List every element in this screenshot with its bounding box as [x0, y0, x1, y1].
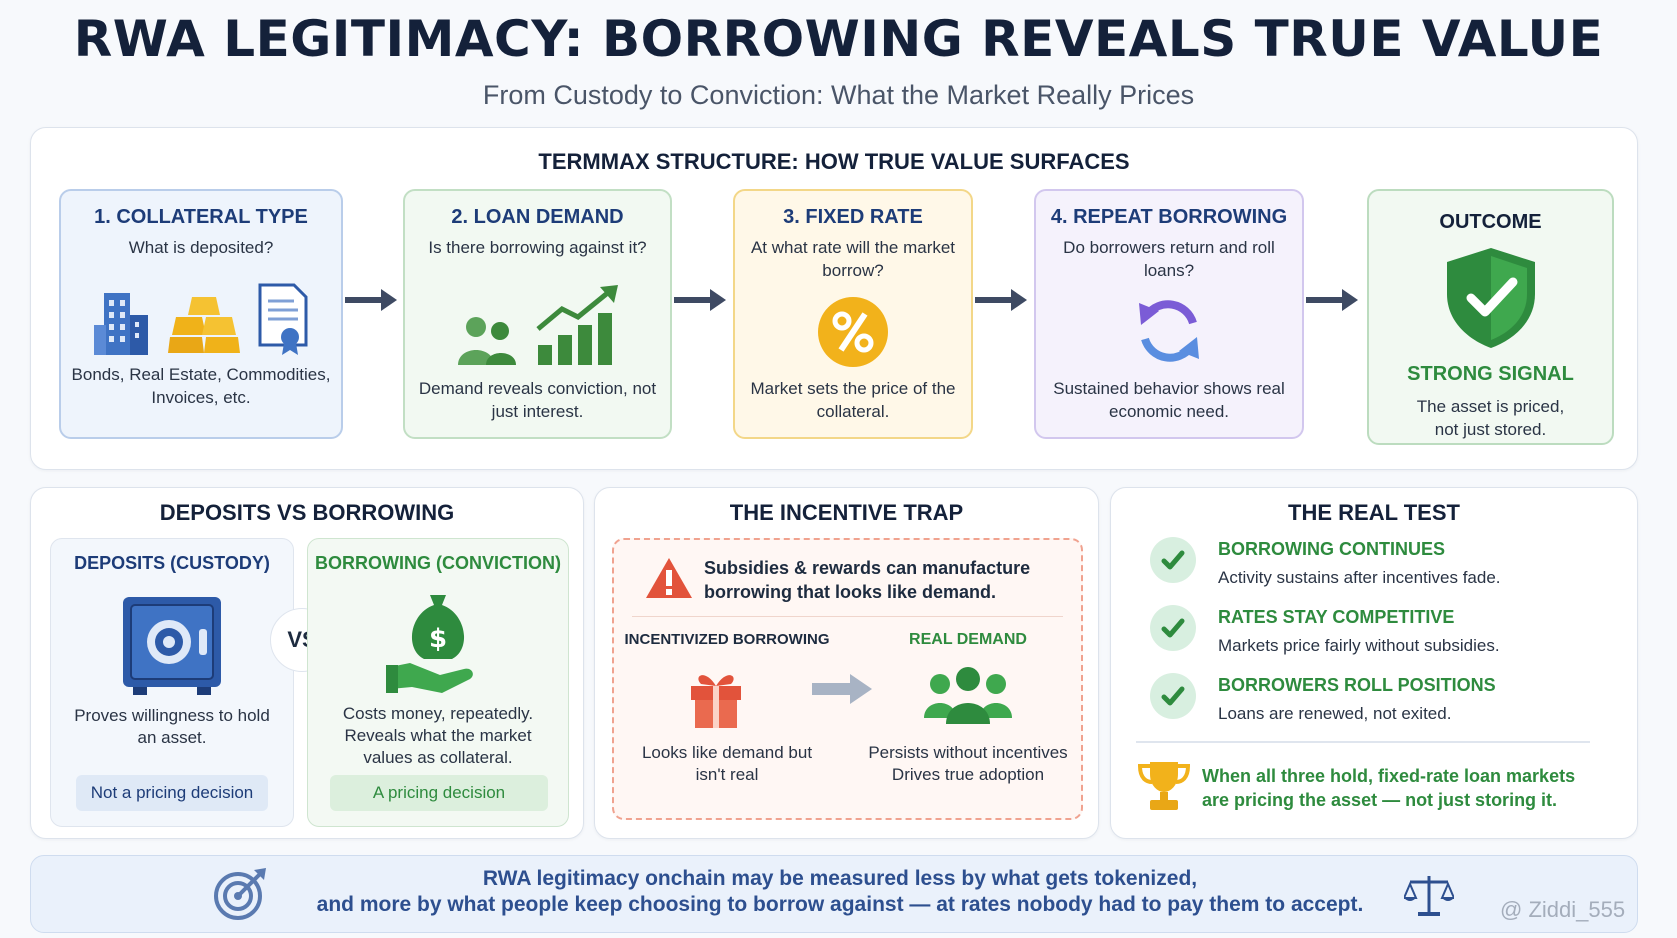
footer-banner	[30, 855, 1638, 933]
growth-chart-icon	[535, 285, 618, 365]
step-description: Bonds, Real Estate, Commodities, Invoice…	[71, 365, 331, 407]
page-subtitle: From Custody to Conviction: What the Mar…	[482, 80, 1195, 110]
building-icon	[94, 293, 148, 355]
shield-check-icon	[1446, 248, 1535, 348]
refresh-icon	[1139, 300, 1199, 362]
step-question: What is deposited?	[128, 238, 274, 257]
test-description: Loans are renewed, not exited.	[1218, 704, 1452, 723]
test-heading: BORROWING CONTINUES	[1218, 539, 1445, 559]
deposits-card: DEPOSITS (CUSTODY) Proves willingness to…	[50, 538, 294, 827]
check-icon	[1150, 537, 1196, 583]
svg-text:$: $	[429, 624, 447, 654]
group-icon	[924, 667, 1012, 724]
step-repeat-borrowing: 4. REPEAT BORROWING Do borrowers return …	[1034, 189, 1304, 439]
incentivized-description: Looks like demand but isn't real	[641, 743, 813, 784]
certificate-icon	[258, 283, 308, 355]
outcome-heading: OUTCOME	[1439, 211, 1542, 233]
test-description: Activity sustains after incentives fade.	[1218, 568, 1501, 587]
arrow-right-icon	[674, 289, 726, 311]
step-description: Demand reveals conviction, not just inte…	[418, 379, 657, 421]
percent-icon	[818, 297, 888, 367]
real-demand-heading: REAL DEMAND	[909, 631, 1027, 648]
section-title: THE REAL TEST	[1288, 500, 1460, 525]
step-question: Is there borrowing against it?	[428, 238, 647, 257]
gift-icon	[691, 675, 741, 728]
gold-bars-icon	[168, 297, 240, 353]
incentivized-heading: INCENTIVIZED BORROWING	[624, 631, 830, 648]
money-hand-icon: $	[386, 595, 473, 693]
check-icon	[1150, 673, 1196, 719]
scales-icon	[1404, 876, 1454, 916]
divider	[1136, 741, 1590, 743]
arrow-right-icon	[812, 674, 872, 704]
test-heading: RATES STAY COMPETITIVE	[1218, 607, 1455, 627]
footer-line-2: and more by what people keep choosing to…	[316, 893, 1364, 916]
deposits-tag: Not a pricing decision	[76, 775, 268, 811]
borrowing-card: BORROWING (CONVICTION) $ Costs money, re…	[307, 538, 569, 827]
deposits-description: Proves willingness to hold an asset.	[74, 706, 270, 747]
step-heading: 4. REPEAT BORROWING	[1050, 206, 1288, 228]
watermark: @ Ziddi_555	[1500, 897, 1626, 922]
real-test-panel: THE REAL TEST	[1110, 487, 1638, 839]
real-demand-description: Persists without incentives Drives true …	[868, 743, 1068, 784]
section-title: THE INCENTIVE TRAP	[729, 500, 964, 525]
page-title: RWA LEGITIMACY: BORROWING REVEALS TRUE V…	[73, 10, 1604, 68]
step-loan-demand: 2. LOAN DEMAND Is there borrowing agains…	[403, 189, 672, 439]
step-collateral-type: 1. COLLATERAL TYPE What is deposited?	[59, 189, 343, 439]
step-fixed-rate: 3. FIXED RATE At what rate will the mark…	[733, 189, 973, 439]
trap-warning: Subsidies & rewards can manufacture borr…	[704, 558, 1031, 602]
borrowing-tag: A pricing decision	[330, 775, 548, 811]
section-title: DEPOSITS VS BORROWING	[159, 500, 455, 525]
step-description: Market sets the price of the collateral.	[750, 379, 956, 421]
arrow-right-icon	[1306, 289, 1358, 311]
arrow-right-icon	[345, 289, 397, 311]
step-question: Do borrowers return and roll loans?	[1063, 238, 1275, 280]
borrowing-heading: BORROWING (CONVICTION)	[315, 553, 561, 573]
footer-line-1: RWA legitimacy onchain may be measured l…	[482, 867, 1198, 890]
test-conclusion: When all three hold, fixed-rate loan mar…	[1202, 766, 1576, 810]
outcome-card: OUTCOME STRONG SIGNAL The asset is price…	[1367, 189, 1614, 445]
test-heading: BORROWERS ROLL POSITIONS	[1218, 675, 1496, 695]
step-heading: 1. COLLATERAL TYPE	[94, 206, 308, 228]
safe-icon	[123, 597, 221, 695]
deposits-heading: DEPOSITS (CUSTODY)	[74, 553, 270, 573]
step-question: At what rate will the market borrow?	[750, 238, 956, 280]
target-icon	[214, 868, 266, 920]
check-icon	[1150, 605, 1196, 651]
outcome-description: The asset is priced, not just stored.	[1416, 397, 1565, 439]
structure-title: TERMMAX STRUCTURE: HOW TRUE VALUE SURFAC…	[538, 149, 1130, 174]
divider	[632, 616, 1063, 617]
step-heading: 3. FIXED RATE	[783, 206, 923, 228]
warning-icon	[646, 558, 692, 598]
outcome-signal: STRONG SIGNAL	[1407, 363, 1574, 385]
people-icon	[457, 317, 516, 365]
test-description: Markets price fairly without subsidies.	[1218, 636, 1500, 655]
arrow-right-icon	[975, 289, 1027, 311]
step-heading: 2. LOAN DEMAND	[451, 206, 624, 228]
step-description: Sustained behavior shows real economic n…	[1053, 379, 1285, 421]
borrowing-description: Costs money, repeatedly. Reveals what th…	[342, 704, 534, 767]
trophy-icon	[1138, 762, 1190, 810]
